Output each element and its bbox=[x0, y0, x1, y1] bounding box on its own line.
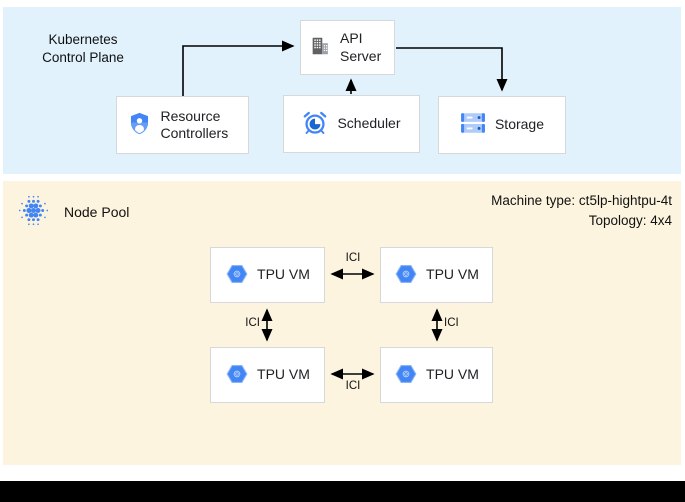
control-plane-title-line2: Control Plane bbox=[42, 50, 124, 66]
dot-cluster-icon bbox=[17, 194, 50, 232]
tpu-vm-box-top-left: TPU VM bbox=[210, 247, 325, 303]
storage-disks-icon bbox=[460, 112, 486, 138]
storage-box: Storage bbox=[438, 96, 566, 154]
tpu-hexagon-icon bbox=[394, 362, 418, 389]
machine-type-text: Machine type: ct5lp-hightpu-4t bbox=[491, 193, 672, 208]
tpu-vm-box-top-right: TPU VM bbox=[380, 247, 493, 303]
ici-label-bottom: ICI bbox=[345, 380, 361, 392]
control-plane-title-line1: Kubernetes bbox=[48, 32, 118, 47]
tpu-hexagon-icon bbox=[225, 262, 249, 289]
tpu-vm-label: TPU VM bbox=[257, 266, 310, 283]
tpu-vm-box-bottom-left: TPU VM bbox=[210, 347, 325, 403]
alarm-clock-icon bbox=[302, 110, 328, 139]
tpu-vm-label: TPU VM bbox=[426, 266, 479, 283]
node-pool-panel bbox=[3, 181, 681, 465]
tpu-hexagon-icon bbox=[394, 262, 418, 289]
topology-text: Topology: 4x4 bbox=[588, 213, 672, 229]
tpu-hexagon-icon bbox=[225, 362, 249, 389]
ici-label-left: ICI bbox=[245, 317, 260, 329]
scheduler-label: Scheduler bbox=[337, 115, 401, 132]
node-pool-label: Node Pool bbox=[64, 204, 130, 220]
bottom-black-bar bbox=[0, 481, 685, 502]
shield-user-icon bbox=[127, 111, 152, 139]
scheduler-box: Scheduler bbox=[283, 95, 420, 153]
control-plane-title: Kubernetes Control Plane bbox=[19, 31, 147, 67]
building-icon bbox=[309, 35, 331, 60]
api-server-label: API Server bbox=[340, 30, 382, 64]
tpu-vm-label: TPU VM bbox=[426, 366, 479, 383]
ici-label-right: ICI bbox=[444, 317, 459, 329]
tpu-vm-box-bottom-right: TPU VM bbox=[380, 347, 493, 403]
resource-controllers-box: Resource Controllers bbox=[116, 96, 249, 154]
storage-label: Storage bbox=[494, 116, 545, 133]
ici-label-top: ICI bbox=[345, 252, 361, 264]
api-server-box: API Server bbox=[300, 20, 395, 75]
resource-controllers-label: Resource Controllers bbox=[160, 107, 229, 142]
node-pool-meta: Machine type: ct5lp-hightpu-4t Topology:… bbox=[491, 191, 672, 232]
tpu-vm-label: TPU VM bbox=[257, 366, 310, 383]
